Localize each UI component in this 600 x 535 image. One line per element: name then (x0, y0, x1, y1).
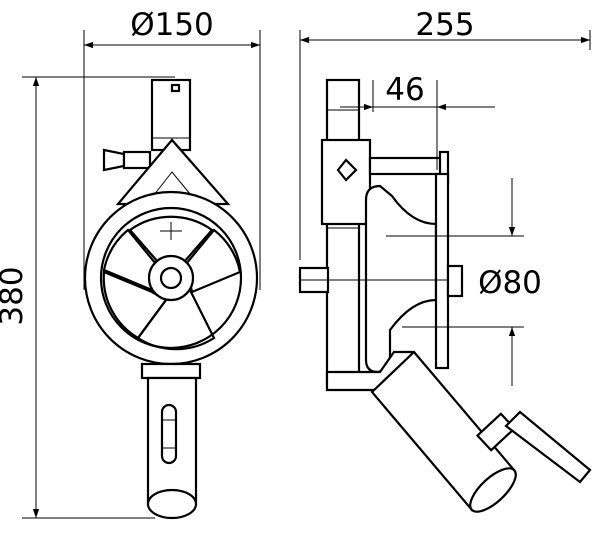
pin (160, 403, 178, 465)
hub-hole (159, 266, 183, 290)
lower-bracket (140, 362, 202, 380)
front-view (83, 30, 261, 520)
frame-plate (325, 78, 361, 387)
dimension-height: 380 (0, 76, 175, 519)
clamp-box (320, 138, 372, 226)
handle-icon (504, 410, 592, 484)
bracket-inner (149, 171, 196, 201)
tube-end (469, 467, 517, 513)
dimension-length: 255 (300, 7, 590, 44)
pulley-side (364, 184, 438, 374)
wheel-spokes (102, 215, 242, 351)
dim-label-offset: 46 (385, 72, 424, 108)
handle-nut (475, 412, 517, 452)
pulley-arm (368, 156, 448, 176)
side-view (298, 30, 592, 513)
nut-icon (336, 158, 358, 182)
pulley-flange (434, 172, 450, 370)
tube-hole (170, 83, 181, 93)
dim-label-pulley-diameter: Ø80 (478, 265, 542, 301)
hub (147, 254, 195, 302)
dim-label-diameter-top: Ø150 (130, 7, 214, 43)
tube-end (146, 488, 198, 520)
bolt-shank (122, 150, 152, 170)
dimension-pulley-diameter: Ø80 (386, 178, 542, 386)
dimension-offset: 46 (340, 72, 495, 170)
dim-label-length: 255 (415, 7, 474, 43)
dimension-diameter-top: Ø150 (84, 7, 260, 49)
axle-nut-right (446, 264, 464, 298)
dim-label-height: 380 (0, 266, 30, 325)
wing-bolt-icon (102, 148, 126, 172)
